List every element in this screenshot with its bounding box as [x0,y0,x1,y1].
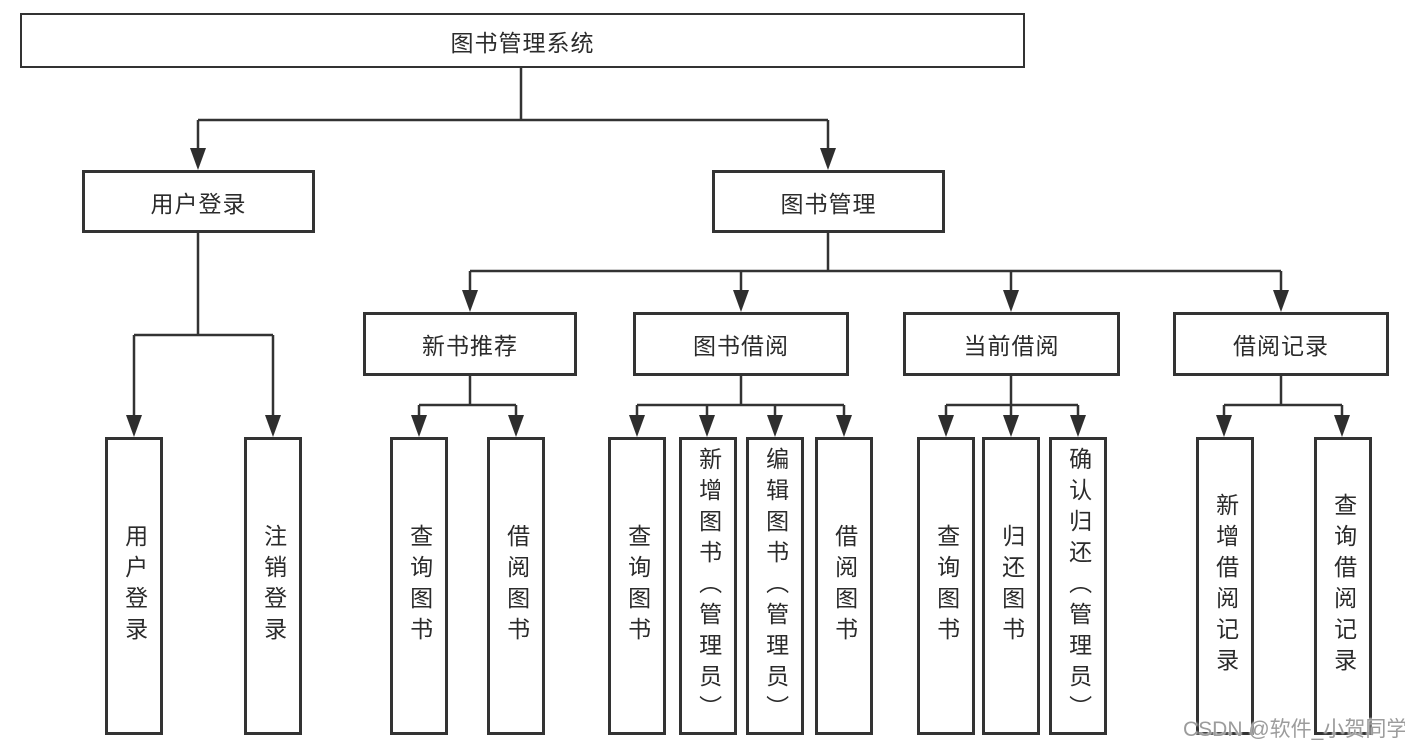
node-leaf-query-books-borrowing-label: 查询图书 [624,524,651,648]
connector-current-borrowing-to-leaves [938,376,1086,437]
node-leaf-return-books: 归还图书 [982,437,1040,735]
node-leaf-add-books-admin-label: 新增图书（管理员） [695,446,722,726]
node-new-book-recommend-label: 新书推荐 [422,333,518,359]
node-leaf-query-borrow-record-label: 查询借阅记录 [1330,493,1357,679]
node-leaf-query-books-current: 查询图书 [917,437,975,735]
node-user-login-branch: 用户登录 [82,170,315,233]
node-leaf-confirm-return-admin-label: 确认归还（管理员） [1065,446,1092,726]
connector-borrowing-records-to-leaves [1216,376,1350,437]
node-leaf-borrow-books-recommend-label: 借阅图书 [503,524,530,648]
node-leaf-borrow-books-borrowing: 借阅图书 [815,437,873,735]
node-leaf-query-books-recommend-label: 查询图书 [406,524,433,648]
node-borrowing-records: 借阅记录 [1173,312,1389,376]
node-leaf-edit-books-admin-label: 编辑图书（管理员） [762,446,789,726]
node-leaf-logout: 注销登录 [244,437,302,735]
node-user-login-branch-label: 用户登录 [150,190,247,217]
connector-book-management-to-level3 [462,233,1289,312]
node-leaf-add-borrow-record-label: 新增借阅记录 [1212,493,1239,679]
node-new-book-recommend: 新书推荐 [363,312,577,376]
node-root-label: 图书管理系统 [450,29,595,56]
node-leaf-confirm-return-admin: 确认归还（管理员） [1049,437,1107,735]
node-leaf-query-books-recommend: 查询图书 [390,437,448,735]
node-leaf-user-login-label: 用户登录 [121,524,148,648]
connector-root-to-level2 [190,68,836,170]
watermark: CSDN @软件_小贺同学 [1183,718,1405,741]
node-leaf-query-books-borrowing: 查询图书 [608,437,666,735]
node-leaf-return-books-label: 归还图书 [998,524,1025,648]
node-borrowing-records-label: 借阅记录 [1233,333,1329,359]
node-leaf-query-borrow-record: 查询借阅记录 [1314,437,1372,735]
node-leaf-add-books-admin: 新增图书（管理员） [679,437,737,735]
node-book-borrowing: 图书借阅 [633,312,849,376]
node-leaf-borrow-books-borrowing-label: 借阅图书 [831,524,858,648]
node-leaf-borrow-books-recommend: 借阅图书 [487,437,545,735]
node-current-borrowing: 当前借阅 [903,312,1120,376]
node-leaf-user-login: 用户登录 [105,437,163,735]
node-leaf-add-borrow-record: 新增借阅记录 [1196,437,1254,735]
connector-book-borrowing-to-leaves [629,376,852,437]
node-leaf-query-books-current-label: 查询图书 [933,524,960,648]
node-book-management-branch-label: 图书管理 [780,190,877,217]
node-book-borrowing-label: 图书借阅 [693,333,789,359]
node-current-borrowing-label: 当前借阅 [963,333,1060,359]
connector-new-book-recommend-to-leaves [411,376,524,437]
node-book-management-branch: 图书管理 [712,170,945,233]
node-root: 图书管理系统 [20,13,1025,68]
connector-user-login-to-leaves [126,233,281,437]
node-leaf-edit-books-admin: 编辑图书（管理员） [746,437,804,735]
node-leaf-logout-label: 注销登录 [260,524,287,648]
